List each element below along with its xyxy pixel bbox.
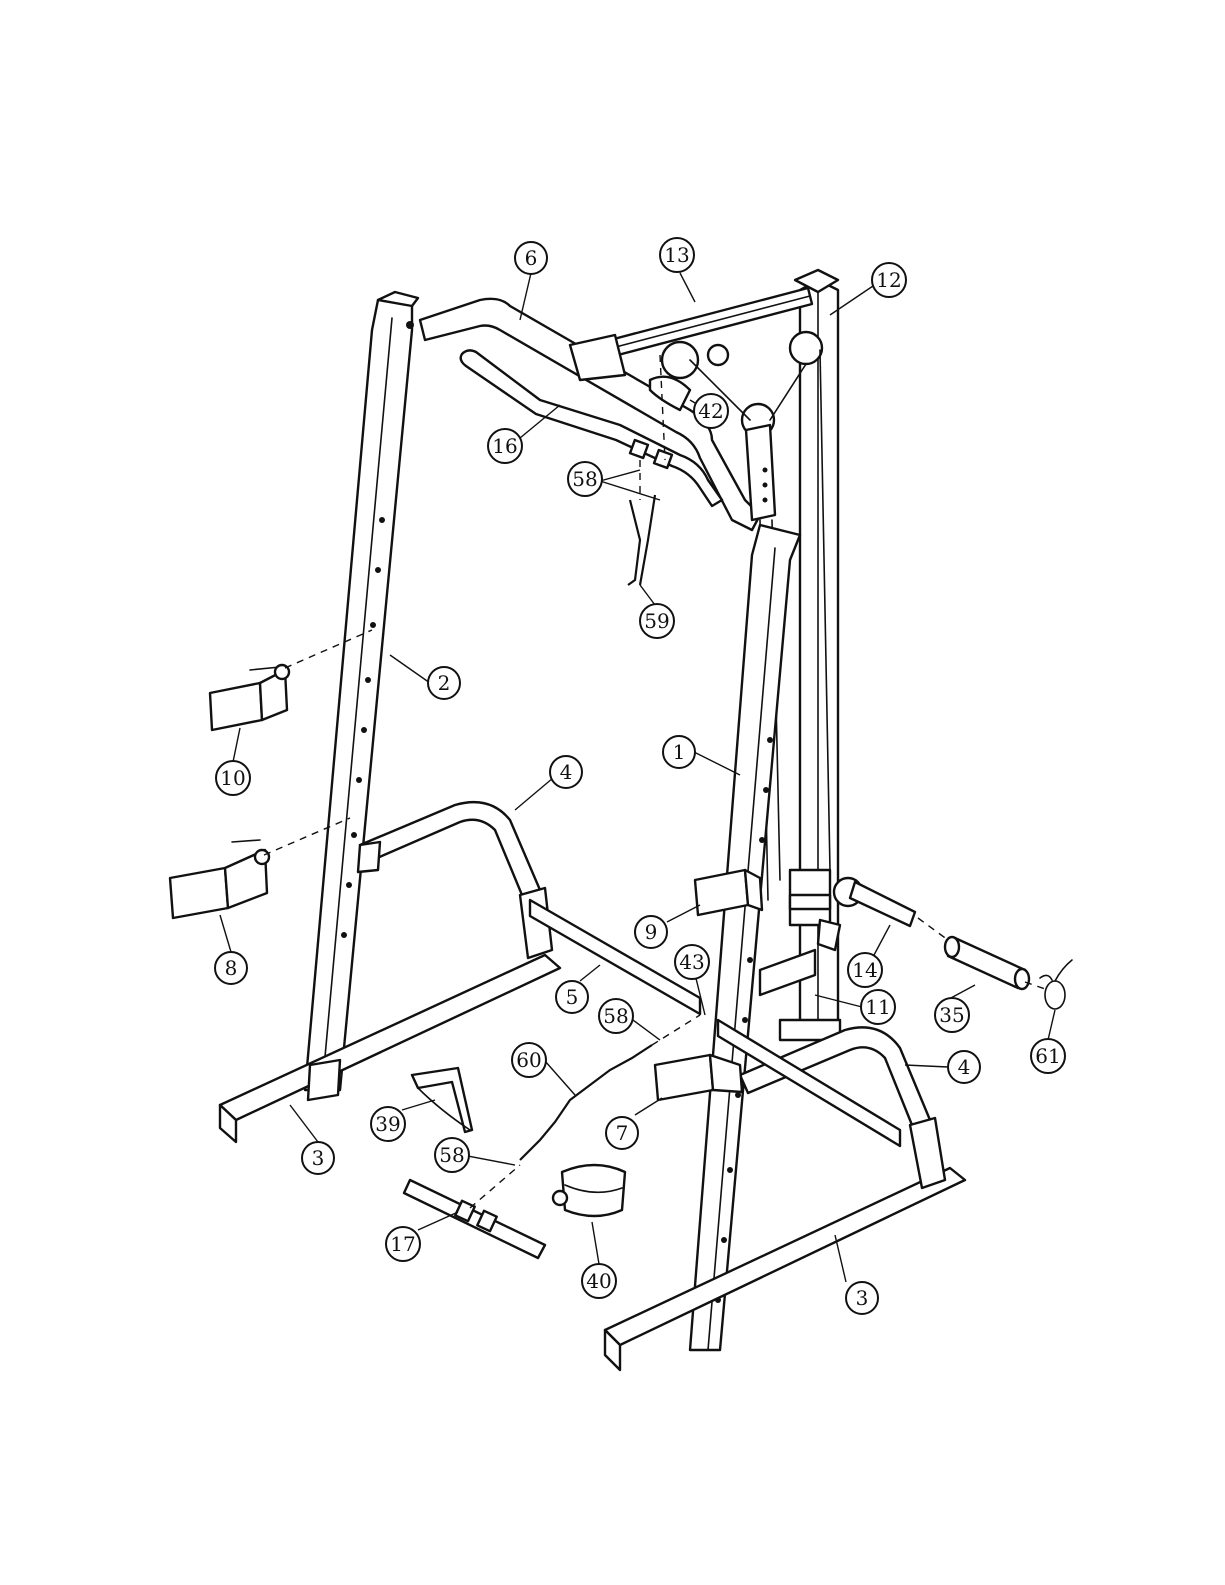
callout-40: 40 xyxy=(582,1264,616,1298)
callout-10: 10 xyxy=(216,761,250,795)
callout-42: 42 xyxy=(694,394,728,428)
callout-4-left: 4 xyxy=(550,756,582,788)
svg-text:6: 6 xyxy=(525,246,538,270)
svg-text:13: 13 xyxy=(664,243,689,267)
svg-text:3: 3 xyxy=(312,1146,325,1170)
callout-35: 35 xyxy=(935,998,969,1032)
callout-58-bottom: 58 xyxy=(435,1138,469,1172)
callout-6: 6 xyxy=(515,242,547,274)
catch-8 xyxy=(170,840,269,918)
svg-text:35: 35 xyxy=(939,1003,964,1027)
spring-clip-61 xyxy=(1040,960,1072,1009)
callout-8: 8 xyxy=(215,952,247,984)
callout-60: 60 xyxy=(512,1043,546,1077)
callout-39: 39 xyxy=(371,1107,405,1141)
callout-13: 13 xyxy=(660,238,694,272)
short-bar-17 xyxy=(404,1180,545,1258)
svg-text:4: 4 xyxy=(958,1055,971,1079)
callout-4-right: 4 xyxy=(948,1051,980,1083)
callout-2: 2 xyxy=(428,667,460,699)
svg-text:14: 14 xyxy=(852,958,877,982)
svg-text:4: 4 xyxy=(560,760,573,784)
callout-11: 11 xyxy=(861,990,895,1024)
callout-58-top: 58 xyxy=(568,462,602,496)
svg-text:5: 5 xyxy=(566,985,579,1009)
svg-text:16: 16 xyxy=(492,434,517,458)
svg-text:39: 39 xyxy=(375,1112,400,1136)
svg-text:60: 60 xyxy=(516,1048,541,1072)
callout-61: 61 xyxy=(1031,1039,1065,1073)
callout-16: 16 xyxy=(488,429,522,463)
catch-10 xyxy=(210,665,289,730)
callout-3-right: 3 xyxy=(846,1282,878,1314)
ankle-strap-40 xyxy=(553,1165,625,1216)
left-bottom-bracket xyxy=(308,1060,340,1100)
callout-58-mid: 58 xyxy=(599,999,633,1033)
callout-3-left: 3 xyxy=(302,1142,334,1174)
svg-text:9: 9 xyxy=(645,920,658,944)
svg-text:61: 61 xyxy=(1035,1044,1060,1068)
svg-text:8: 8 xyxy=(225,956,238,980)
svg-text:58: 58 xyxy=(603,1004,628,1028)
callout-9: 9 xyxy=(635,916,667,948)
callout-59: 59 xyxy=(640,604,674,638)
left-hoop xyxy=(360,802,552,958)
svg-text:12: 12 xyxy=(876,268,901,292)
sleeve-35 xyxy=(945,937,1029,989)
svg-text:11: 11 xyxy=(865,995,890,1019)
callout-7: 7 xyxy=(606,1117,638,1149)
svg-text:42: 42 xyxy=(698,399,723,423)
left-upright xyxy=(305,292,418,1090)
svg-text:17: 17 xyxy=(390,1232,415,1256)
callout-12: 12 xyxy=(872,263,906,297)
callout-14: 14 xyxy=(848,953,882,987)
right-upright xyxy=(690,525,800,1350)
svg-text:58: 58 xyxy=(572,467,597,491)
svg-text:2: 2 xyxy=(438,671,451,695)
svg-text:40: 40 xyxy=(586,1269,611,1293)
callout-5: 5 xyxy=(556,981,588,1013)
chain-59 xyxy=(628,500,640,585)
svg-text:7: 7 xyxy=(616,1121,629,1145)
svg-text:58: 58 xyxy=(439,1143,464,1167)
svg-text:3: 3 xyxy=(856,1286,869,1310)
callout-17: 17 xyxy=(386,1227,420,1261)
top-crossbar xyxy=(610,288,812,356)
handle-39 xyxy=(412,1068,472,1132)
svg-text:43: 43 xyxy=(679,950,704,974)
left-spacer xyxy=(358,842,380,872)
svg-text:10: 10 xyxy=(220,766,245,790)
callout-43: 43 xyxy=(675,945,709,979)
svg-text:1: 1 xyxy=(673,740,686,764)
right-base-foot xyxy=(605,1168,965,1370)
svg-text:59: 59 xyxy=(644,609,669,633)
callout-1: 1 xyxy=(663,736,695,768)
chain-59b xyxy=(640,495,655,585)
